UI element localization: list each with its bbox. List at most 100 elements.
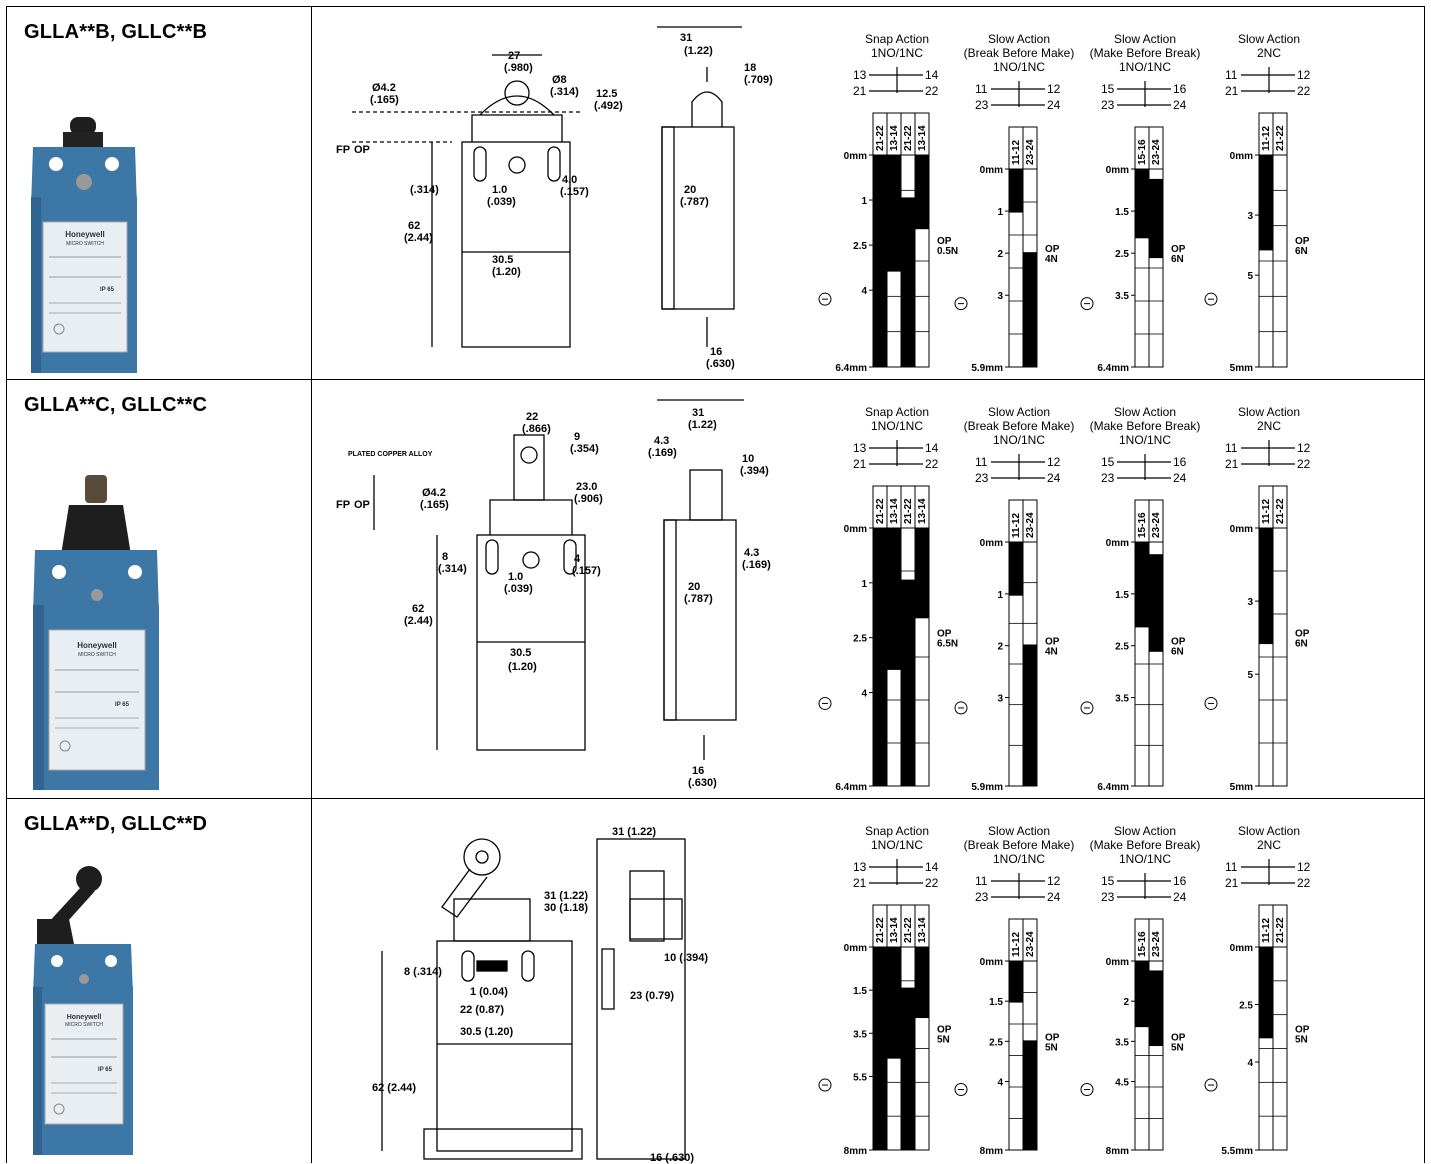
travel-tick: 0mm bbox=[844, 524, 867, 535]
diagram-title: Snap Action bbox=[865, 824, 929, 838]
terminal-label: 11 bbox=[1225, 860, 1238, 874]
terminal-label: 12 bbox=[1047, 874, 1061, 888]
diagram-subtitle: (Break Before Make) bbox=[964, 46, 1075, 60]
op-label: OP bbox=[937, 628, 952, 639]
model-title: GLLA**B, GLLC**B bbox=[24, 21, 208, 43]
travel-tick: 0mm bbox=[980, 165, 1003, 176]
travel-tick: 5.5mm bbox=[1221, 1146, 1253, 1157]
travel-tick: 4 bbox=[1247, 1058, 1253, 1069]
svg-text:16 (.630): 16 (.630) bbox=[650, 1152, 694, 1164]
travel-tick: 2 bbox=[997, 642, 1003, 653]
svg-text:16: 16 bbox=[692, 765, 704, 777]
svg-text:(2.44): (2.44) bbox=[404, 615, 433, 627]
svg-text:10: 10 bbox=[742, 453, 754, 465]
terminal-label: 23 bbox=[975, 98, 989, 112]
dim-body-width-in: (1.20) bbox=[492, 266, 521, 278]
contact-closed-bar bbox=[915, 947, 929, 1019]
travel-tick: 1.5 bbox=[1115, 207, 1129, 218]
terminal-label: 13 bbox=[853, 860, 867, 874]
terminal-label: 21 bbox=[1225, 84, 1239, 98]
dim-head: 27 bbox=[508, 50, 520, 62]
travel-tick: 0mm bbox=[844, 943, 867, 954]
dim-plunger-in: (.314) bbox=[550, 86, 579, 98]
terminal-label: 22 bbox=[925, 876, 939, 890]
terminal-label: 21 bbox=[1225, 457, 1239, 471]
travel-tick: 5.5 bbox=[853, 1072, 867, 1083]
terminal-label: 24 bbox=[1173, 98, 1187, 112]
terminal-label: 21 bbox=[853, 457, 867, 471]
terminal-label: 12 bbox=[1047, 455, 1061, 469]
svg-text:IP 65: IP 65 bbox=[98, 1067, 113, 1073]
svg-text:62: 62 bbox=[412, 603, 424, 615]
contact-label: 13-14 bbox=[917, 498, 928, 524]
svg-text:FP: FP bbox=[336, 499, 350, 511]
contact-closed-bar bbox=[1023, 1040, 1037, 1150]
svg-text:Honeywell: Honeywell bbox=[77, 641, 117, 650]
terminal-label: 22 bbox=[1297, 84, 1311, 98]
terminal-label: 15 bbox=[1101, 455, 1115, 469]
contact-label: 13-14 bbox=[889, 498, 900, 524]
contact-closed-bar bbox=[1259, 528, 1273, 645]
contact-label: 15-16 bbox=[1137, 512, 1148, 538]
terminal-label: 23 bbox=[1101, 98, 1115, 112]
contact-closed-bar bbox=[1135, 169, 1149, 239]
diagram-subtitle: 2NC bbox=[1257, 46, 1281, 60]
diagram-subtitle: 1NO/1NC bbox=[993, 852, 1045, 866]
travel-tick: 5mm bbox=[1230, 363, 1253, 374]
op-force: 6.5N bbox=[937, 638, 958, 649]
dim-side: 4.0 bbox=[562, 174, 577, 186]
dim-op: OP bbox=[354, 144, 370, 156]
terminal-label: 22 bbox=[925, 84, 939, 98]
travel-tick: 6.4mm bbox=[1097, 782, 1129, 793]
travel-tick: 3.5 bbox=[1115, 1037, 1129, 1048]
svg-text:(.157): (.157) bbox=[572, 565, 601, 577]
travel-tick: 6.4mm bbox=[835, 363, 867, 374]
travel-tick: 1 bbox=[997, 207, 1003, 218]
diagram-subtitle: 1NO/1NC bbox=[993, 433, 1045, 447]
svg-text:10 (.394): 10 (.394) bbox=[664, 952, 708, 964]
terminal-label: 11 bbox=[975, 455, 988, 469]
travel-tick: 0mm bbox=[1106, 957, 1129, 968]
dim-hole-pos: (.314) bbox=[410, 184, 439, 196]
terminal-label: 24 bbox=[1047, 98, 1061, 112]
dim-body-width: 30.5 bbox=[492, 254, 513, 266]
model-cell: GLLA**C, GLLC**C Honeywell MICRO SWITCH … bbox=[7, 380, 312, 798]
dim-bottom: 16 bbox=[710, 346, 722, 358]
diagram-subtitle: (Break Before Make) bbox=[964, 419, 1075, 433]
actuator-icon bbox=[1080, 1083, 1094, 1097]
table-row: GLLA**B, GLLC**B Honeywell MICRO bbox=[6, 6, 1425, 380]
travel-tick: 4 bbox=[997, 1077, 1003, 1088]
contact-label: 15-16 bbox=[1137, 139, 1148, 165]
specs-cell: 31 (1.22) 22 (.866) PLATED COPPER ALLOY … bbox=[312, 380, 1424, 798]
svg-text:9: 9 bbox=[574, 431, 580, 443]
op-label: OP bbox=[1295, 1024, 1310, 1035]
travel-tick: 2.5 bbox=[1115, 642, 1129, 653]
contact-closed-bar bbox=[1149, 178, 1163, 259]
travel-tick: 0mm bbox=[980, 538, 1003, 549]
travel-tick: 0mm bbox=[1106, 165, 1129, 176]
contact-closed-bar bbox=[901, 579, 915, 786]
travel-tick: 3.5 bbox=[1115, 291, 1129, 302]
travel-tick: 3.5 bbox=[1115, 694, 1129, 705]
dim-width-in: (1.22) bbox=[684, 45, 713, 57]
svg-text:30.5 (1.20): 30.5 (1.20) bbox=[460, 1026, 514, 1038]
travel-tick: 2.5 bbox=[853, 241, 867, 252]
contact-label: 11-12 bbox=[1261, 918, 1272, 943]
actuator-icon bbox=[1080, 297, 1094, 311]
svg-text:IP 65: IP 65 bbox=[115, 702, 130, 708]
op-label: OP bbox=[1295, 628, 1310, 639]
dim-hole-in: (.165) bbox=[370, 94, 399, 106]
travel-tick: 1.5 bbox=[1115, 590, 1129, 601]
contact-label: 21-22 bbox=[903, 125, 914, 151]
travel-tick: 0mm bbox=[1106, 538, 1129, 549]
svg-text:(.906): (.906) bbox=[574, 493, 603, 505]
op-label: OP bbox=[937, 1024, 952, 1035]
dim-plunger: Ø8 bbox=[552, 74, 567, 86]
travel-tick: 2.5 bbox=[989, 1037, 1003, 1048]
contact-label: 21-22 bbox=[1275, 498, 1286, 524]
terminal-label: 11 bbox=[975, 874, 988, 888]
